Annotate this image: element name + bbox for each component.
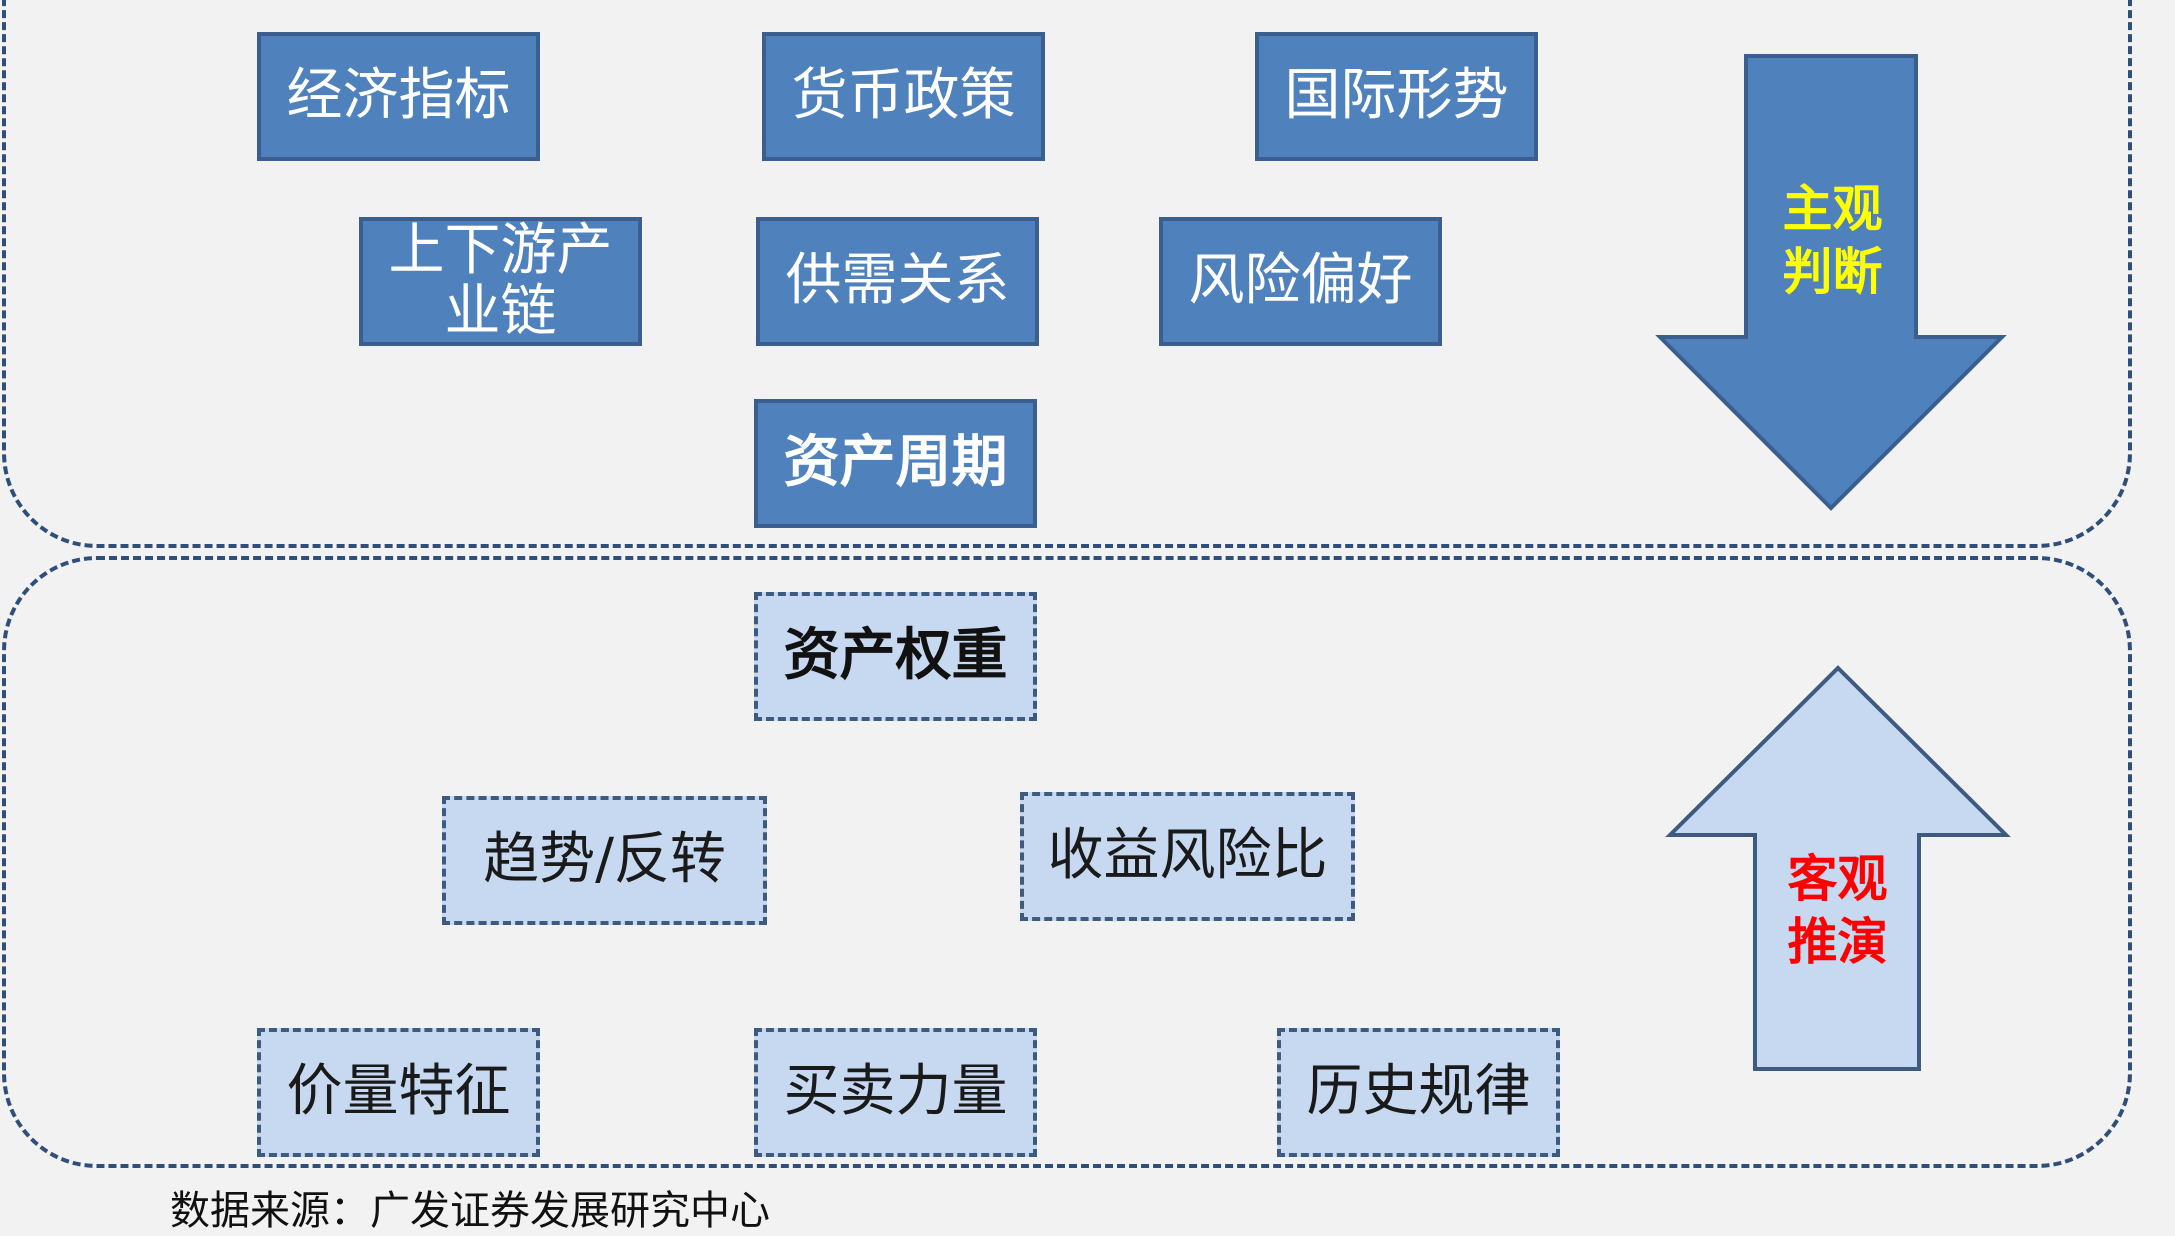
- box-historical-patterns: 历史规律: [1277, 1028, 1560, 1157]
- box-industry-chain: 上下游产 业链: [359, 217, 642, 346]
- box-return-risk-ratio: 收益风险比: [1020, 792, 1355, 921]
- source-note: 数据来源：广发证券发展研究中心: [170, 1188, 770, 1234]
- arrow-label-line: 判断: [1782, 242, 1883, 301]
- box-economic-indicators: 经济指标: [257, 32, 540, 161]
- box-supply-demand: 供需关系: [756, 217, 1039, 346]
- box-risk-preference: 风险偏好: [1159, 217, 1442, 346]
- box-label: 资产周期: [783, 430, 1008, 496]
- box-label: 收益风险比: [1047, 823, 1328, 889]
- box-label: 买卖力量: [783, 1059, 1008, 1125]
- box-label: 货币政策: [791, 63, 1016, 129]
- box-label: 资产权重: [783, 623, 1008, 689]
- box-label: 国际形势: [1284, 63, 1509, 129]
- down-arrow-icon: [1655, 54, 2007, 511]
- bottom-region: [2, 556, 2132, 1168]
- box-international-situation: 国际形势: [1255, 32, 1538, 161]
- box-trend-reversal: 趋势/反转: [442, 796, 767, 925]
- arrow-label-line: 客观: [1787, 850, 1888, 908]
- top-region: [2, 0, 2132, 548]
- box-price-volume: 价量特征: [257, 1028, 540, 1157]
- up-arrow-icon: [1665, 665, 2011, 1071]
- box-label-line: 业链: [444, 278, 557, 344]
- box-buy-sell-power: 买卖力量: [754, 1028, 1037, 1157]
- box-label: 经济指标: [286, 63, 511, 129]
- arrow-label-line: 推演: [1787, 912, 1888, 971]
- box-label: 价量特征: [286, 1059, 511, 1125]
- box-monetary-policy: 货币政策: [762, 32, 1045, 161]
- arrow-label-line: 主观: [1782, 180, 1883, 238]
- box-asset-weight: 资产权重: [754, 592, 1037, 721]
- objective-deduction-label: 客观 推演: [1765, 848, 1910, 973]
- subjective-judgment-label: 主观 判断: [1760, 178, 1905, 303]
- box-asset-cycle: 资产周期: [754, 399, 1037, 528]
- box-label: 趋势/反转: [483, 827, 726, 893]
- box-label: 历史规律: [1306, 1059, 1531, 1125]
- box-label: 风险偏好: [1188, 248, 1413, 314]
- box-label-line: 上下游产: [388, 218, 613, 284]
- box-label: 供需关系: [785, 248, 1010, 314]
